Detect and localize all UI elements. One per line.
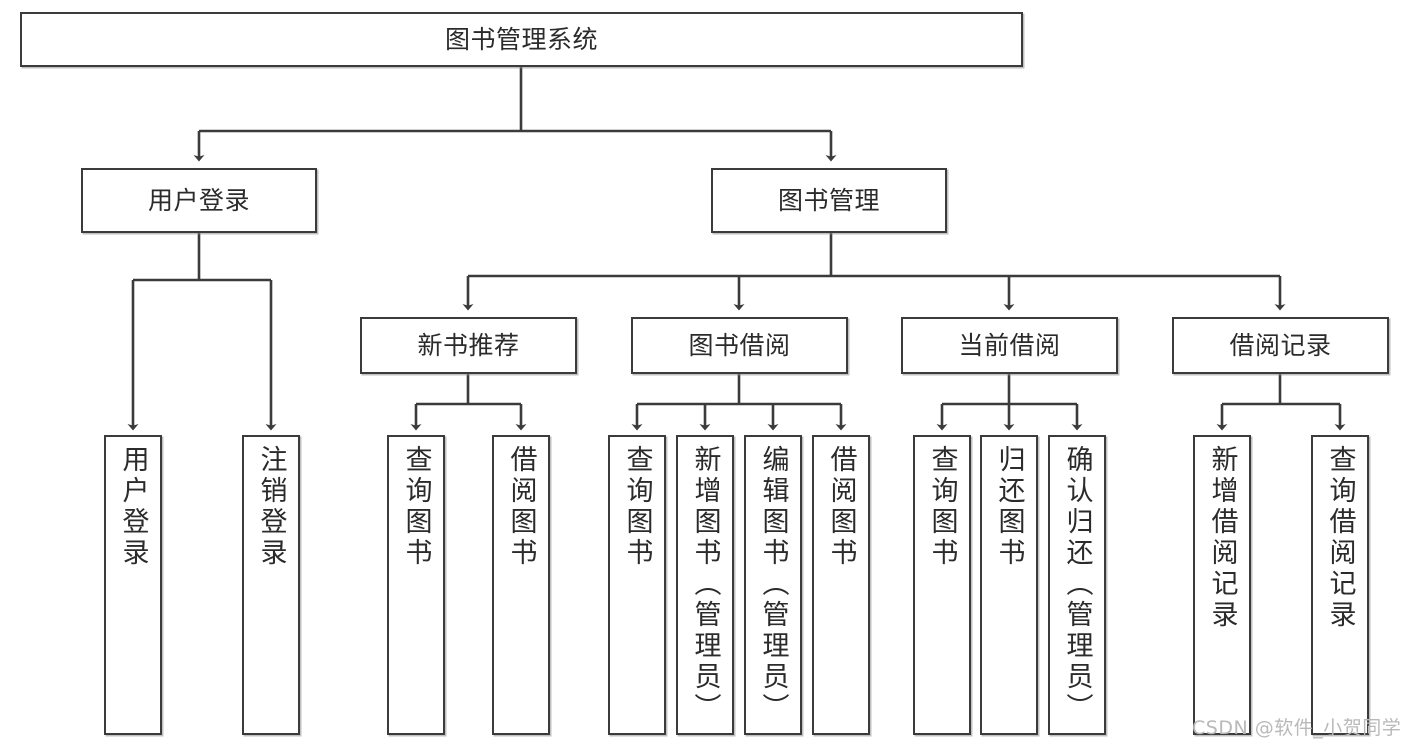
- node-label: 用户登录: [147, 185, 250, 215]
- node-label: 确认归还（管理员）: [1061, 445, 1093, 724]
- node-leaf-confirm-return-admin[interactable]: 确认归还（管理员）: [1048, 435, 1106, 735]
- node-label: 注销登录: [255, 445, 287, 569]
- node-label: 用户登录: [117, 445, 149, 569]
- node-label: 借阅图书: [505, 445, 537, 569]
- node-leaf-return-book[interactable]: 归还图书: [980, 435, 1038, 735]
- node-label: 编辑图书（管理员）: [757, 445, 789, 724]
- node-root-system[interactable]: 图书管理系统: [20, 12, 1023, 67]
- node-new-book-recommend[interactable]: 新书推荐: [360, 317, 577, 374]
- csdn-watermark: CSDN @软件_小贺同学: [1192, 717, 1402, 739]
- node-label: 查询图书: [926, 445, 958, 569]
- node-leaf-add-book-admin[interactable]: 新增图书（管理员）: [676, 435, 734, 735]
- node-leaf-logout-login[interactable]: 注销登录: [242, 435, 300, 735]
- node-leaf-query-book-borrow[interactable]: 查询图书: [608, 435, 666, 735]
- node-label: 查询借阅记录: [1324, 445, 1356, 631]
- node-leaf-user-login[interactable]: 用户登录: [104, 435, 162, 735]
- node-label: 新增图书（管理员）: [689, 445, 721, 724]
- node-label: 新增借阅记录: [1206, 445, 1238, 631]
- node-label: 当前借阅: [958, 330, 1061, 360]
- node-label: 查询图书: [400, 445, 432, 569]
- node-borrow-record[interactable]: 借阅记录: [1172, 317, 1389, 374]
- node-leaf-add-borrow-record[interactable]: 新增借阅记录: [1193, 435, 1251, 735]
- node-book-borrow[interactable]: 图书借阅: [631, 317, 848, 374]
- node-label: 借阅图书: [825, 445, 857, 569]
- node-user-login[interactable]: 用户登录: [81, 168, 317, 233]
- node-label: 借阅记录: [1229, 330, 1332, 360]
- node-label: 图书管理: [777, 185, 880, 215]
- node-label: 查询图书: [621, 445, 653, 569]
- node-label: 新书推荐: [417, 330, 520, 360]
- node-leaf-query-borrow-record[interactable]: 查询借阅记录: [1311, 435, 1369, 735]
- node-leaf-query-book-current[interactable]: 查询图书: [913, 435, 971, 735]
- node-leaf-edit-book-admin[interactable]: 编辑图书（管理员）: [744, 435, 802, 735]
- node-leaf-borrow-book-new[interactable]: 借阅图书: [492, 435, 550, 735]
- node-current-borrow[interactable]: 当前借阅: [901, 317, 1118, 374]
- node-leaf-borrow-book-borrow[interactable]: 借阅图书: [812, 435, 870, 735]
- node-label: 图书借阅: [688, 330, 791, 360]
- node-label: 图书管理系统: [444, 24, 598, 54]
- node-label: 归还图书: [993, 445, 1025, 569]
- node-leaf-query-book-new[interactable]: 查询图书: [387, 435, 445, 735]
- node-book-management[interactable]: 图书管理: [711, 168, 947, 233]
